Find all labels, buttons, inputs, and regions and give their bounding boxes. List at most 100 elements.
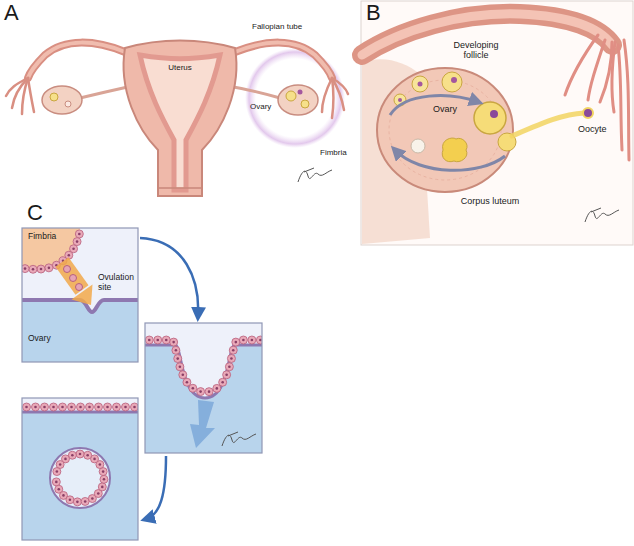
ovulation-box-part-part-part (29, 265, 37, 273)
ovary-cycle-illustration-part (418, 82, 423, 87)
inclusion-cyst-box-part-part-part (103, 478, 106, 481)
uterus-illustration-part-part (22, 78, 28, 114)
ovulation-box-part-part (70, 275, 77, 282)
sequence-arrow (140, 238, 198, 519)
uterus-illustration-part (286, 91, 296, 101)
uterus-illustration-part (235, 43, 332, 78)
inclusion-cyst-box-part-part-part (101, 486, 104, 489)
ovulation-box-part (22, 228, 138, 362)
inclusion-cyst-box-part-part-part (52, 478, 60, 486)
invagination-box-part (145, 323, 262, 453)
inclusion-cyst-box-part-part-part (59, 463, 62, 466)
uterus-illustration-part (124, 41, 237, 197)
uterus-illustration-part-part (332, 78, 348, 94)
ovary-cycle-illustration-part-part (565, 35, 598, 95)
inclusion-cyst-box-part (22, 398, 138, 540)
ovary-cycle-illustration-part-part (612, 42, 615, 112)
inclusion-cyst-box-part-part-part (97, 492, 100, 495)
ovulation-box-part-part (72, 285, 93, 306)
uterus-illustration-part (298, 90, 303, 95)
ovulation-box-part-part-part (48, 267, 51, 270)
ovary-cycle-illustration-part (474, 102, 506, 134)
anatomy-label: Fimbria (28, 232, 56, 242)
invagination-box-part-part-part (221, 381, 224, 384)
inclusion-cyst-box-part-part (52, 450, 108, 506)
invagination-box-part-part-part (239, 336, 247, 344)
ovary-cycle-illustration-part (412, 76, 428, 92)
panel-letter: A (4, 0, 19, 25)
inclusion-cyst-box-part-part-part (57, 488, 60, 491)
inclusion-cyst-box-part-part (50, 448, 110, 508)
inclusion-cyst-box-part-part-part (25, 406, 28, 409)
inclusion-cyst-box-part-part-part (34, 406, 37, 409)
artist-signature (298, 168, 332, 182)
ovulation-box-part-part-part (68, 254, 71, 257)
ovulation-box (21, 228, 138, 362)
invagination-box-part-part-part (172, 341, 175, 344)
invagination-box-part-part-part (225, 363, 233, 371)
ovary-cycle-illustration-part (398, 98, 402, 102)
inclusion-cyst-box-part-part-part (93, 458, 96, 461)
inclusion-cyst-box-part-part (22, 403, 138, 411)
invagination-box-part-part-part (172, 346, 180, 354)
inclusion-cyst-box-part-part-part (23, 403, 31, 411)
inclusion-cyst-box-part (22, 398, 138, 540)
inclusion-cyst-box-part-part-part (43, 406, 46, 409)
uterus-illustration-part (278, 85, 318, 115)
inclusion-cyst-box-part-part-part (86, 454, 89, 457)
ovulation-box-part-part-part (32, 268, 35, 271)
ovary-cycle-illustration-part (583, 108, 593, 118)
invagination-box-part-part-part (227, 354, 235, 362)
invagination-box-part-part-part (242, 339, 245, 342)
inclusion-cyst-box-part-part-part (122, 403, 130, 411)
invagination-box-part-part-part (251, 339, 254, 342)
anatomy-label: Ovary (28, 334, 51, 344)
ovary-cycle-illustration-part (390, 96, 478, 115)
inclusion-cyst-box-part-part-part (106, 406, 109, 409)
invagination-box-part (145, 323, 262, 453)
uterus-illustration-part (80, 86, 132, 98)
inclusion-cyst-box-part-part-part (104, 403, 112, 411)
uterus-illustration-part (235, 43, 332, 78)
uterus-illustration-part (28, 43, 125, 78)
invagination-box-part-part-part (232, 349, 235, 352)
uterus-illustration-part (140, 55, 220, 190)
ovulation-box-part-part-part (24, 267, 27, 270)
invagination-box-part-part (190, 400, 215, 448)
uterus-illustration-part (301, 100, 309, 108)
uterus-illustration-part (158, 187, 202, 189)
inclusion-cyst-box-part-part-part (79, 453, 82, 456)
ovulation-box-part-part-part (72, 247, 75, 250)
inclusion-cyst-box-part-part-part (133, 406, 136, 409)
inclusion-cyst-box-part-part-part (113, 403, 121, 411)
artist-signature-part (585, 208, 619, 222)
ovulation-box-part-part (62, 262, 82, 290)
inclusion-cyst-box-part-part-part (95, 403, 103, 411)
inclusion-cyst-box-part-part-part (53, 468, 61, 476)
inclusion-cyst-box (22, 398, 139, 540)
invagination-box-part-part-part (189, 384, 197, 392)
invagination-box-part-part (145, 323, 262, 453)
anatomy-label: Fimbria (320, 148, 347, 157)
inclusion-cyst-box-part-part-part (55, 481, 58, 484)
ovulation-box-part-part-part (37, 265, 45, 273)
inclusion-cyst-box-part-part-part (56, 454, 104, 502)
ovary-cycle-illustration-part (361, 1, 633, 245)
inclusion-cyst-box-part-part-part (81, 497, 89, 505)
invagination-box-part-part-part (230, 357, 233, 360)
artist-signature-part (298, 168, 332, 182)
inclusion-cyst-box-part-part-part (84, 451, 92, 459)
ovulation-box-part-part (22, 228, 138, 362)
invagination-box-part-part-part (162, 336, 170, 344)
invagination-box-part-part-part (176, 357, 179, 360)
uterus-illustration-part-part (332, 78, 334, 118)
invagination-box-part-part (145, 336, 262, 396)
panel-letter: C (27, 200, 43, 225)
invagination-box-part-part-part (219, 378, 227, 386)
invagination-box-part-part-part (256, 336, 262, 344)
invagination-box-part-part-part (232, 338, 240, 346)
inclusion-cyst-box-part-part-part (41, 403, 49, 411)
invagination-box-part-part-part (145, 336, 153, 344)
